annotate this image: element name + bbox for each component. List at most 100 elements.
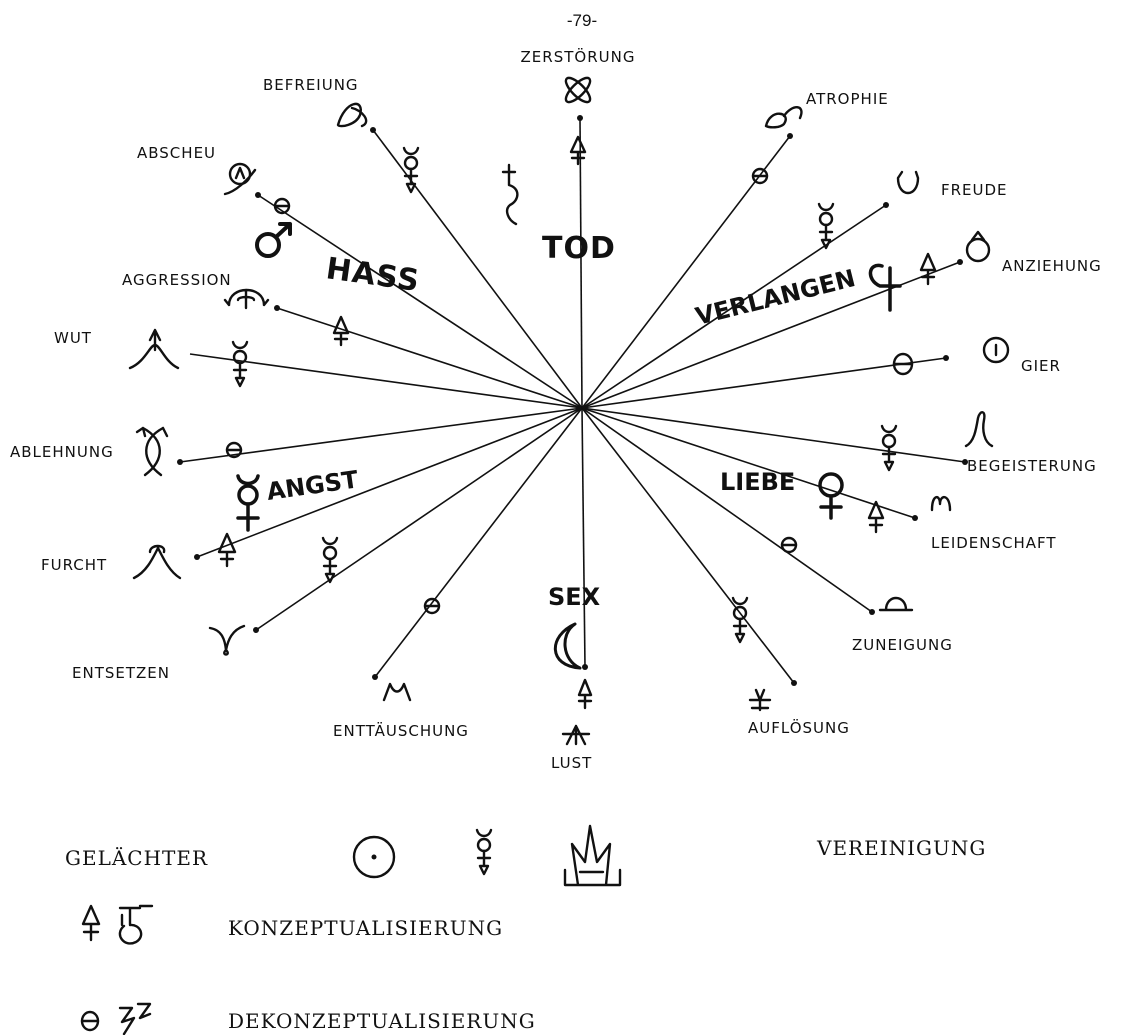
word-liebe: LIEBE [720,468,795,496]
antimony-glyph-icon [118,904,154,945]
mercury-icon [321,536,339,584]
label-enttaeuschung: ENTTÄUSCHUNG [333,721,469,740]
ray-line-abscheu [257,194,583,409]
begeisterung-glyph-icon [964,411,994,448]
ray-line-zuneigung [581,407,873,613]
endpoint-dot [177,459,183,465]
endpoint-dot [957,259,963,265]
endpoint-dot [582,664,588,670]
label-lust: LUST [551,754,592,772]
ray-line-aggression [276,307,583,409]
legend-konzeptualisierung-label: KONZEPTUALISIERUNG [228,916,503,940]
endpoint-dot [962,459,968,465]
endpoint-dot [255,192,261,198]
mercury-icon [475,828,493,876]
endpoint-dot [577,115,583,121]
endpoint-dot [194,554,200,560]
ray-line-entsetzen [255,407,583,631]
befreiung-glyph-icon [336,102,368,128]
endpoint-dot [869,609,875,615]
ray-line-wut [189,353,583,409]
venus-icon [818,472,844,520]
moon-icon [553,622,582,670]
mercury-icon [731,596,749,644]
label-entsetzen: ENTSETZEN [72,664,170,682]
ray-line-freude [581,204,887,409]
endpoint-dot [912,515,918,521]
label-abscheu: ABSCHEU [137,144,216,162]
label-aggression: AGGRESSION [122,271,232,289]
ray-line-enttaeuschung [374,407,583,678]
anziehung-glyph-icon [965,230,991,263]
mars-icon [255,222,292,258]
endpoint-dot [787,133,793,139]
endpoint-dot [253,627,259,633]
label-atrophie: ATROPHIE [806,90,889,108]
zerstoerung-glyph-icon [564,76,592,104]
mercury-icon [236,474,260,532]
ray-line-zerstoerung [579,117,583,409]
endpoint-dot [943,355,949,361]
label-freude: FREUDE [941,181,1008,199]
ray-line-begeisterung [581,407,966,463]
leidenschaft-glyph-icon [930,496,952,512]
label-zuneigung: ZUNEIGUNG [852,636,953,654]
legend-gelaechter-label: GELÄCHTER [65,846,208,870]
atrophie-glyph-icon [764,106,803,129]
label-furcht: FURCHT [41,556,107,574]
lightning-glyph-icon [118,1002,152,1035]
entsetzen-glyph-icon [208,624,246,656]
word-hass: HASS [324,251,422,299]
sulfur-icon [569,135,587,166]
mercury-icon [880,424,898,472]
jupiter-icon [868,263,902,312]
legend: GELÄCHTER VEREINIGUNG KONZEPTUALISIERUNG… [65,824,985,1035]
label-begeisterung: BEGEISTERUNG [967,457,1097,475]
ray-line-gier [581,357,947,409]
word-sex: SEX [548,583,601,611]
label-aufloesung: AUFLÖSUNG [748,718,850,737]
abscheu-glyph-icon [223,162,257,196]
sun-icon [352,835,396,879]
lust-glyph-icon [561,724,591,746]
theta-icon [751,167,769,185]
endpoint-dot [372,674,378,680]
mercury-icon [817,202,835,250]
furcht-glyph-icon [132,544,182,580]
crown-glyph-icon [563,824,622,887]
wut-glyph-icon [128,328,180,370]
enttaeuschung-glyph-icon [382,682,412,702]
label-befreiung: BEFREIUNG [263,76,359,94]
page-number: -79- [567,11,597,30]
label-gier: GIER [1021,357,1061,375]
sulfur-icon [217,532,237,568]
sulfur-icon [919,252,937,286]
legend-dekonzeptualisierung-label: DEKONZEPTUALISIERUNG [228,1009,536,1033]
aufloesung-glyph-icon [748,688,772,712]
zuneigung-glyph-icon [878,596,914,612]
ablehnung-glyph-icon [135,426,169,477]
word-tod: TOD [542,231,616,266]
ray-line-aufloesung [581,407,795,684]
ray-labels: ZERSTÖRUNG BEFREIUNG ABSCHEU AGGRESSION … [10,47,1102,772]
label-leidenschaft: LEIDENSCHAFT [931,534,1057,552]
ray-endpoints [177,115,968,686]
sulfur-icon [867,500,885,534]
endpoint-dot [274,305,280,311]
theta-icon [423,597,441,615]
sulfur-icon [81,904,101,942]
label-zerstoerung: ZERSTÖRUNG [521,47,636,66]
ray-line-ablehnung [179,407,583,463]
gier-glyph-icon [982,336,1010,364]
ray-lines [179,117,966,684]
ray-line-lust [581,407,586,668]
label-wut: WUT [54,329,92,347]
ray-line-furcht [196,407,583,558]
endpoint-dot [791,680,797,686]
label-anziehung: ANZIEHUNG [1002,257,1102,275]
sulfur-icon [332,315,350,347]
theta-icon [225,441,243,459]
endpoint-dot [370,127,376,133]
saturn-icon [501,163,519,226]
